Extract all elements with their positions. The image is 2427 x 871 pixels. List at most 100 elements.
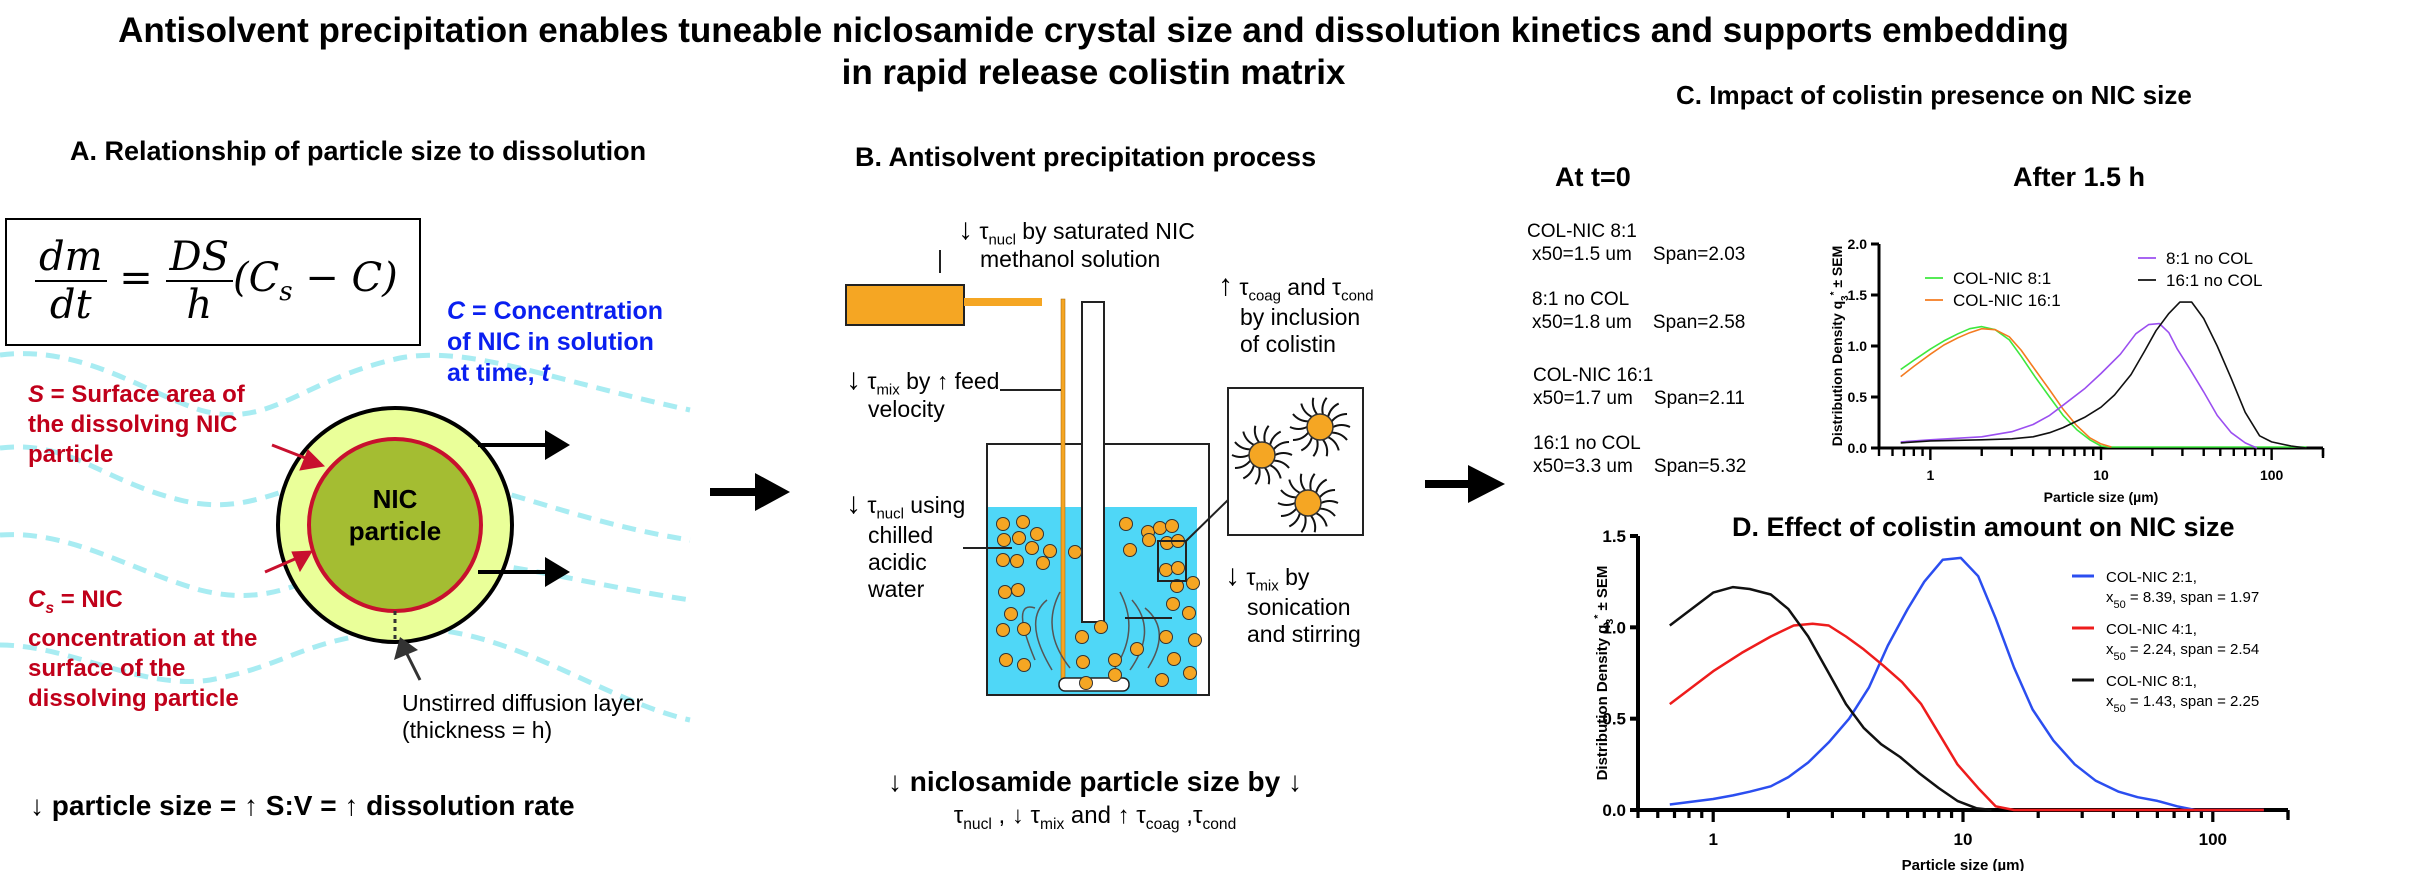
series-line-2 (1900, 327, 2112, 448)
lipid-tail (1289, 426, 1308, 430)
lipid-tail (1254, 467, 1261, 485)
nic-particle-dot (1016, 515, 1030, 529)
y-tick-label: 0.5 (1602, 710, 1626, 729)
x-tick-label: 100 (2260, 467, 2284, 483)
legend-label: COL-NIC 8:1, (2106, 673, 2197, 690)
formula-dm: dm (35, 234, 107, 282)
y-tick-label: 1.5 (1602, 527, 1626, 546)
panel-b-heading: B. Antisolvent precipitation process (855, 142, 1317, 172)
note-mix-feed: ↓ τmix by ↑ feed velocity (846, 363, 1000, 422)
nic-particle-dot (1167, 652, 1181, 666)
lipid-tail (1277, 502, 1296, 506)
main-title-line1: Antisolvent precipitation enables tuneab… (118, 11, 2069, 50)
panel-b-summary-line2: τnucl , ↓ τmix and ↑ τcoag ,τcond (953, 802, 1237, 833)
formula-h: h (186, 282, 213, 328)
note-coag-cond: ↑ τcoag and τcond by inclusion of colist… (1218, 269, 1374, 357)
lipid-tail (1288, 479, 1301, 494)
x-tick-label: 10 (1954, 830, 1973, 849)
colistin-micelle (1277, 473, 1339, 533)
y-tick-label: 1.0 (1602, 618, 1626, 637)
lipid-tail (1299, 473, 1306, 491)
lipid-tail (1234, 441, 1251, 451)
legend-stat: x50 = 8.39, span = 1.97 (2106, 589, 2259, 611)
syringe-needle (964, 298, 1042, 306)
wave-1 (0, 351, 691, 418)
series-line-3 (1900, 322, 2258, 449)
lipid-tail (1288, 512, 1301, 528)
panel-a-summary: ↓ particle size = ↑ S:V = ↑ dissolution … (30, 790, 575, 821)
lipid-tail (1318, 488, 1336, 499)
x-tick-label: 1 (1708, 830, 1717, 849)
y-axis-label: Distribution Density q3* ± SEM (1829, 246, 1851, 447)
c-definition: C = Concentration of NIC in solution at … (447, 297, 663, 387)
arrow-b-to-c-icon (1468, 465, 1505, 503)
legend-stat: x50 = 1.43, span = 2.25 (2106, 693, 2259, 715)
lipid-tail (1322, 439, 1329, 457)
arrow-up-icon (394, 637, 418, 660)
x-tick-label: 10 (2093, 467, 2109, 483)
lipid-tail (1312, 439, 1319, 457)
nic-particle-dot (1155, 673, 1169, 687)
lipid-tail (1330, 412, 1348, 423)
note-nucl-methanol: ↓ τnucl by saturated NIC methanol soluti… (958, 213, 1195, 272)
arrow-a-to-b-icon (755, 473, 790, 511)
lipid-tail (1269, 464, 1282, 479)
lipid-tail (1320, 500, 1339, 504)
nic-particle-dot (1108, 668, 1122, 682)
lipid-tail (1242, 431, 1255, 446)
nic-core (1294, 489, 1322, 517)
s-definition: S = Surface area of the dissolving NIC p… (28, 381, 245, 468)
nic-particle-dot (996, 623, 1010, 637)
nic-particle-dot (1025, 541, 1039, 555)
legend-label: 16:1 no COL (2166, 271, 2262, 290)
lipid-tail (1263, 425, 1270, 443)
panel-b-summary: ↓ niclosamide particle size by ↓ τnucl ,… (855, 766, 1335, 834)
lipid-tail (1273, 459, 1290, 469)
nic-particle-dot (1075, 630, 1089, 644)
nic-particle-label: NIC particle (348, 484, 442, 546)
nic-particle-dot (997, 533, 1011, 547)
y-tick-label: 0.0 (1602, 801, 1626, 820)
surface-arrows (264, 443, 326, 574)
diffusion-layer-label: Unstirred diffusion layer (thickness = h… (402, 690, 644, 743)
arrow-head-icon (291, 550, 313, 573)
chart-c-title: After 1.5 h (2013, 162, 2146, 192)
series-line-1 (1669, 556, 2264, 812)
series-line-2 (1669, 622, 2264, 812)
nic-particle-dot (999, 653, 1013, 667)
lipid-tail (1321, 397, 1328, 415)
nic-particle-dot (1012, 531, 1026, 545)
formula-cs: (C (232, 255, 280, 301)
nic-core (1248, 441, 1276, 469)
formula-ds: DS (165, 234, 233, 282)
nic-particle-dot (1183, 666, 1197, 680)
y-tick-label: 2.0 (1848, 236, 1868, 252)
nic-particle-dot (1079, 676, 1093, 690)
lipid-tail (1242, 464, 1255, 480)
nic-particle-dot (1036, 556, 1050, 570)
arrow-right-icon (545, 430, 570, 460)
stir-bar (1058, 677, 1130, 692)
lipid-tail (1280, 507, 1298, 518)
formula-dt: dt (49, 282, 92, 328)
panel-d-heading: D. Effect of colistin amount on NIC size (1732, 512, 2235, 542)
lipid-tail (1310, 515, 1317, 533)
y-tick-label: 1.5 (1848, 287, 1868, 303)
panel-b-summary-line1: ↓ niclosamide particle size by ↓ (888, 766, 1302, 797)
nic-particle-dot (996, 553, 1010, 567)
panel-a-illustration (0, 351, 790, 723)
nic-particle-dot (1171, 561, 1185, 575)
lipid-tail (1292, 413, 1309, 423)
cs-definition: Cs = NIC concentration at the surface of… (28, 586, 258, 712)
nic-particle-dot (1119, 517, 1133, 531)
lipid-tail (1234, 459, 1252, 470)
nic-particle-dot (1186, 576, 1200, 590)
nic-particle-dot (1123, 543, 1137, 557)
lipid-tail (1292, 431, 1310, 442)
